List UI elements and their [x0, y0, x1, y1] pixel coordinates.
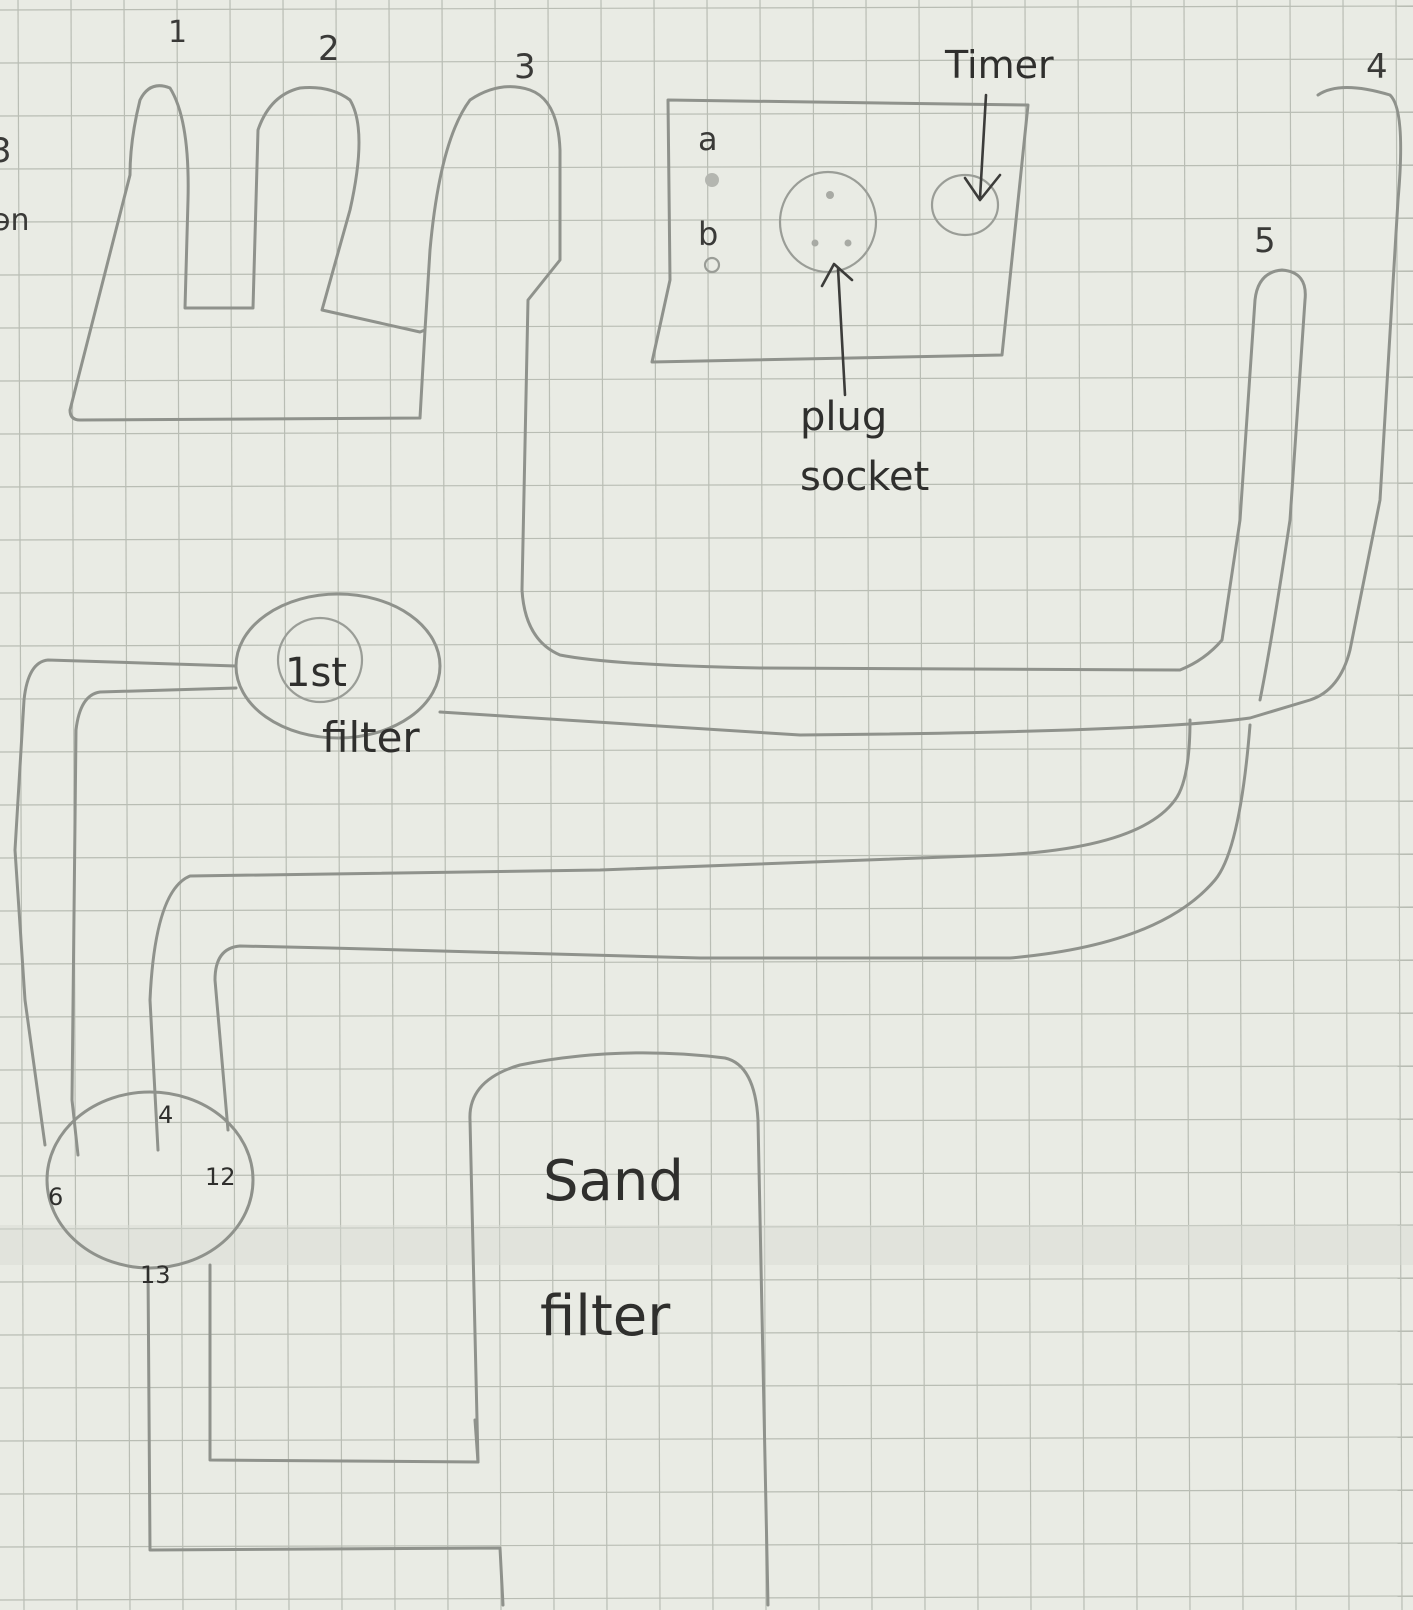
grid-line-horizontal	[0, 801, 1413, 805]
grid-line-horizontal	[0, 324, 1413, 328]
grid-line-horizontal	[0, 1331, 1413, 1335]
grid-line-horizontal	[0, 1490, 1413, 1494]
grid-line-vertical	[1025, 0, 1031, 1610]
grid-line-horizontal	[0, 1596, 1413, 1600]
grid-line-horizontal	[0, 536, 1413, 540]
first-filter-word: filter	[322, 713, 420, 762]
plug-socket-arrow	[822, 264, 852, 395]
grid-line-vertical	[495, 0, 501, 1610]
grid-line-vertical	[230, 0, 236, 1610]
plug-socket-outline	[780, 172, 876, 272]
edge-fragment-word: ən	[0, 203, 29, 238]
socket-label: socket	[800, 454, 929, 500]
socket-pin	[826, 191, 834, 199]
grid-line-horizontal	[0, 907, 1413, 911]
grid-line-horizontal	[0, 377, 1413, 381]
indicator-a-light	[705, 173, 719, 187]
inner-return-pipe-outline	[210, 1265, 478, 1462]
valve-port-top: 4	[158, 1101, 173, 1129]
grid-line-vertical	[548, 0, 554, 1610]
grid-line-vertical	[1184, 0, 1190, 1610]
grid-line-horizontal	[0, 112, 1413, 116]
grid-line-vertical	[442, 0, 448, 1610]
valve-port-right: 12	[205, 1163, 236, 1191]
grid-line-horizontal	[0, 854, 1413, 858]
grid-line-horizontal	[0, 1384, 1413, 1388]
pipe-label-4: 4	[1366, 47, 1388, 87]
timer-arrow	[965, 95, 1000, 200]
indicator-b-light	[705, 258, 719, 272]
first-filter-label: 1st	[285, 650, 347, 696]
grid-line-vertical	[389, 0, 395, 1610]
grid-line-vertical	[654, 0, 660, 1610]
grid-line-horizontal	[0, 165, 1413, 169]
sand-filter-word: filter	[540, 1284, 671, 1349]
grid-line-horizontal	[0, 1119, 1413, 1123]
grid-line-horizontal	[0, 960, 1413, 964]
grid-line-horizontal	[0, 642, 1413, 646]
indicator-b-label: b	[698, 215, 718, 253]
pipe-label-3: 3	[514, 47, 536, 87]
grid-line-horizontal	[0, 1278, 1413, 1282]
grid-line-horizontal	[0, 589, 1413, 593]
grid-line-horizontal	[0, 1013, 1413, 1017]
grid-line-horizontal	[0, 483, 1413, 487]
grid-line-vertical	[866, 0, 872, 1610]
grid-line-horizontal	[0, 1437, 1413, 1441]
pipe-label-1: 1	[168, 15, 187, 50]
socket-pin	[812, 240, 819, 247]
left-pipe-outline	[15, 660, 236, 1145]
plug-label: plug	[800, 394, 887, 440]
grid-line-horizontal	[0, 271, 1413, 275]
socket-pin	[845, 240, 852, 247]
grid-line-vertical	[1131, 0, 1137, 1610]
middle-pipe-outline	[150, 720, 1190, 1150]
grid-line-vertical	[1078, 0, 1084, 1610]
timer-label: Timer	[944, 43, 1054, 87]
grid-line-vertical	[283, 0, 289, 1610]
grid-line-horizontal	[0, 1543, 1413, 1547]
grid-line-horizontal	[0, 748, 1413, 752]
paper-fold	[0, 1225, 1413, 1265]
grid-line-vertical	[601, 0, 607, 1610]
pipe-label-5: 5	[1254, 221, 1276, 261]
indicator-a-label: a	[698, 120, 718, 158]
pipe-label-2: 2	[318, 29, 340, 69]
grid-line-vertical	[1290, 0, 1296, 1610]
valve-port-left: 6	[48, 1183, 63, 1211]
grid-line-horizontal	[0, 695, 1413, 699]
edge-fragment-number: 3	[0, 131, 12, 171]
grid-line-vertical	[972, 0, 978, 1610]
grid-line-horizontal	[0, 1066, 1413, 1070]
grid-line-horizontal	[0, 59, 1413, 63]
timer-dial-outline	[932, 175, 998, 235]
pipe-1-2-header-outline	[70, 86, 425, 420]
valve-to-sand-filter-outline	[148, 1268, 503, 1605]
grid-line-vertical	[919, 0, 925, 1610]
grid-line-horizontal	[0, 430, 1413, 434]
valve-port-bottom: 13	[140, 1261, 171, 1289]
grid-line-vertical	[1343, 0, 1349, 1610]
sand-filter-label: Sand	[543, 1149, 684, 1214]
